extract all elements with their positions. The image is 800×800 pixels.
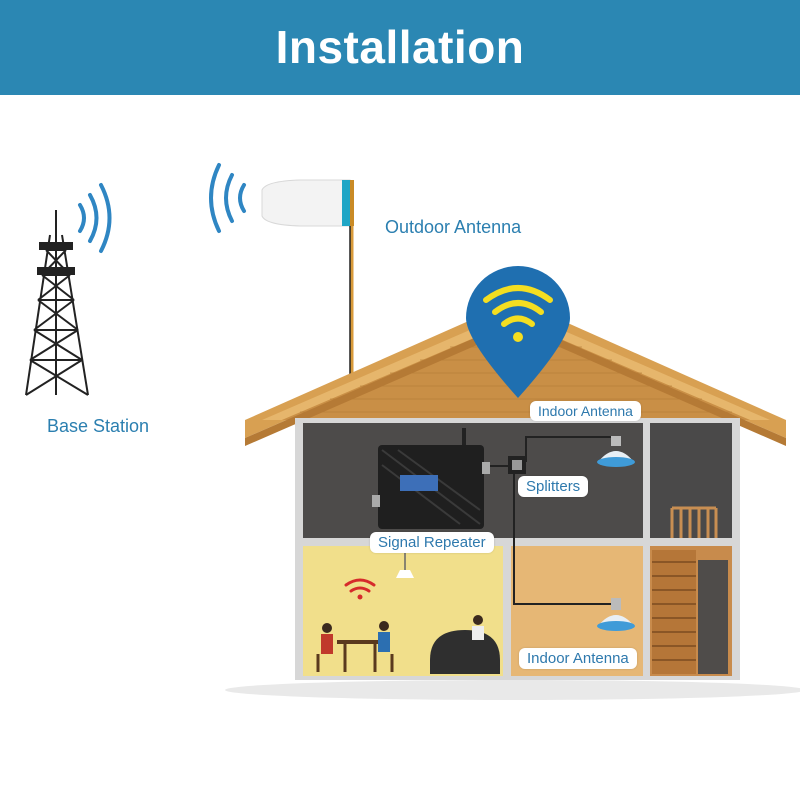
staircase bbox=[652, 550, 728, 674]
splitters-label: Splitters bbox=[518, 476, 589, 497]
signal-repeater-icon bbox=[372, 428, 490, 529]
indoor-antenna-bottom-label: Indoor Antenna bbox=[519, 648, 637, 669]
indoor-antenna-bottom-icon bbox=[597, 598, 635, 631]
splitter-icon bbox=[508, 456, 526, 474]
tower-signal-waves-icon bbox=[78, 183, 112, 253]
bar-counter-icon bbox=[430, 615, 500, 674]
room-wifi-icon bbox=[344, 578, 376, 593]
dining-people-icon bbox=[316, 621, 394, 672]
room-wifi-dot bbox=[357, 594, 363, 600]
balcony-railing bbox=[670, 506, 718, 538]
ground-shadow bbox=[225, 680, 800, 700]
bottom-antenna-cable bbox=[513, 474, 612, 605]
indoor-antenna-top-icon bbox=[597, 436, 635, 467]
antenna-signal-waves-icon bbox=[209, 163, 246, 233]
base-station-tower-icon bbox=[25, 210, 89, 396]
base-station-label: Base Station bbox=[47, 416, 150, 436]
page-title: Installation bbox=[275, 20, 525, 73]
indoor-antenna-top-label: Indoor Antenna bbox=[530, 401, 641, 421]
wifi-pin-icon bbox=[466, 266, 570, 398]
outdoor-antenna-icon bbox=[261, 179, 354, 227]
outdoor-antenna-label: Outdoor Antenna bbox=[385, 217, 522, 237]
signal-repeater-label: Signal Repeater bbox=[370, 532, 494, 553]
header-banner: Installation bbox=[0, 0, 800, 95]
